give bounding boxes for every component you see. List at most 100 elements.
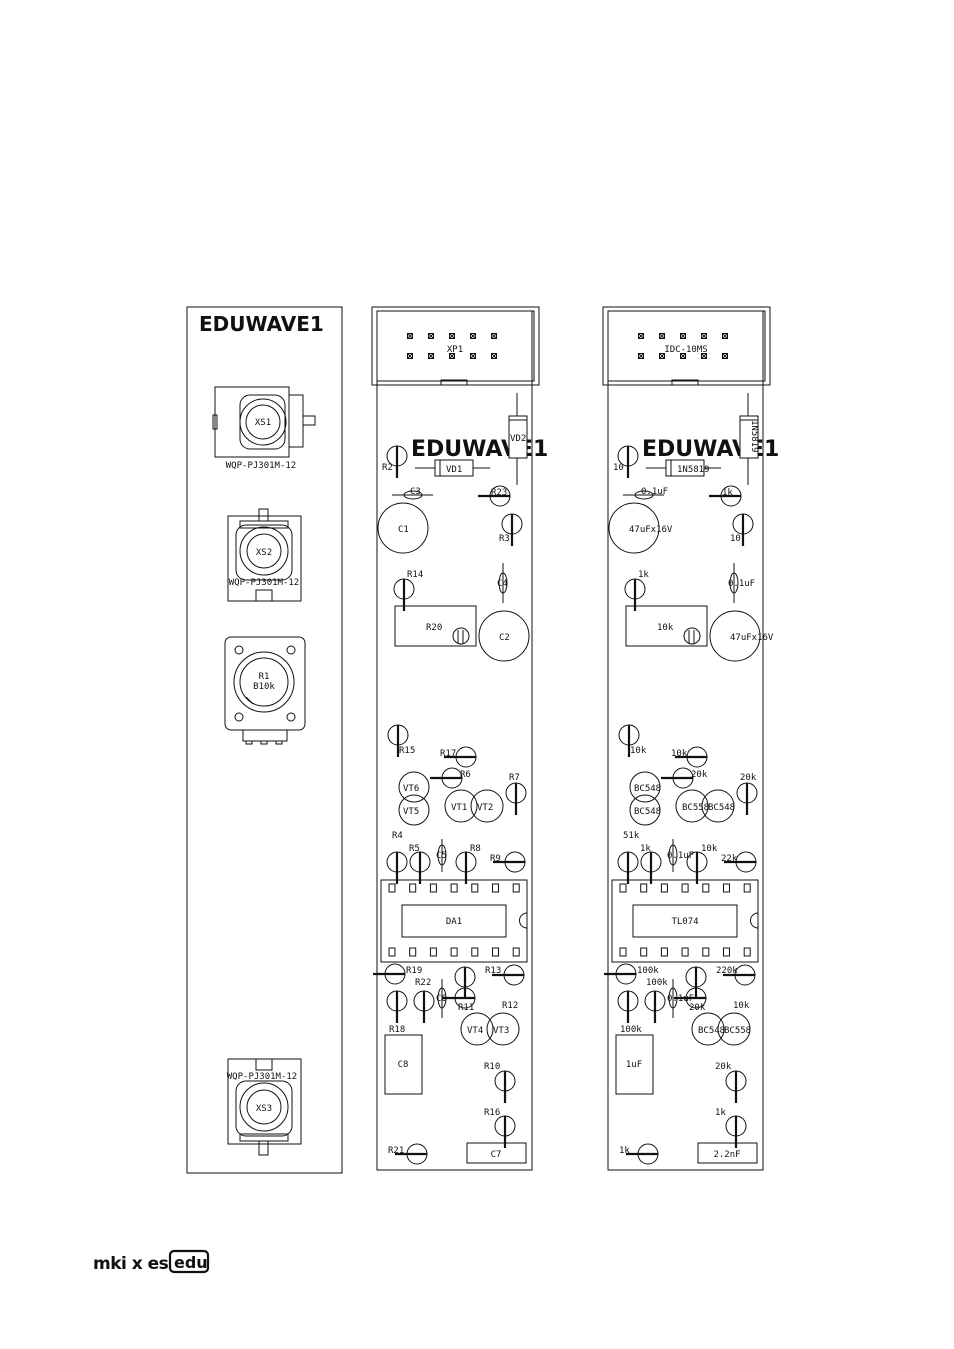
r22-label: R22: [415, 978, 431, 988]
idc-pin: [407, 353, 413, 359]
resistor-r4: [617, 851, 639, 884]
cap-c7-label: 2.2nF: [713, 1150, 740, 1160]
r5-label: 1k: [640, 844, 651, 854]
ic-pin: [492, 883, 499, 893]
r3-label: R3: [499, 534, 510, 544]
r9-label: 22k: [721, 854, 738, 864]
diode-vd2: VD2: [508, 393, 528, 485]
cap-c3-label: C3: [410, 487, 421, 497]
resistor-r11: [454, 966, 476, 999]
ic-pin: [702, 883, 710, 893]
r19-label: 100k: [637, 966, 659, 976]
cap-c8: [384, 1034, 423, 1095]
r19-label: R19: [406, 966, 422, 976]
r23-label: 1k: [722, 488, 733, 498]
ic-dip14: DA1: [380, 879, 528, 963]
r14-label: R14: [407, 570, 423, 580]
cap-c8: [615, 1034, 654, 1095]
cap-c4-label: C4: [497, 579, 508, 589]
cap-c7: [466, 1142, 527, 1164]
ic-label: DA1: [446, 917, 462, 927]
resistor-r8: [686, 851, 708, 884]
ic-pin: [619, 947, 627, 957]
ic-label: TL074: [671, 917, 698, 927]
r21-label: R21: [388, 1146, 404, 1156]
cap-c5-label: C5: [436, 851, 447, 861]
transistor-vt1: [444, 789, 478, 823]
r8-label: R8: [470, 844, 481, 854]
vt4-label: VT4: [467, 1026, 483, 1036]
r3-label: 10: [730, 534, 741, 544]
idc-pin: [638, 333, 644, 339]
resistor-r21: [395, 1143, 428, 1165]
r13-label: R13: [485, 966, 501, 976]
ic-pin: [660, 883, 668, 893]
resistor-r10: [494, 1070, 516, 1103]
transistor-vt2: [470, 789, 504, 823]
resistor-r23: [709, 485, 742, 507]
idc-pin: [428, 333, 434, 339]
idc-pin: [491, 333, 497, 339]
jack-xs2: XS2 WQP-PJ301M-12: [227, 508, 302, 602]
cap-c5: [437, 844, 447, 866]
ic-pin: [743, 947, 751, 957]
r17-label: 10k: [671, 749, 688, 759]
idc-pin: [470, 353, 476, 359]
jack-xs3-part: WQP-PJ301M-12: [227, 1072, 297, 1082]
footer-logo: mki x es edu: [93, 1249, 210, 1274]
r16-label: 1k: [715, 1108, 726, 1118]
resistor-r15: [387, 724, 409, 757]
resistor-r2: [617, 445, 639, 478]
resistor-r11: [685, 966, 707, 999]
ic-pin: [743, 883, 751, 893]
trimmer-r20-label: R20: [426, 623, 442, 633]
resistor-r15: [618, 724, 640, 757]
transistor-vt3: [486, 1012, 520, 1046]
cap-c6-label: C6: [436, 994, 447, 1004]
ic-pin: [723, 883, 730, 893]
r16-label: R16: [484, 1108, 500, 1118]
jack-xs2-label: XS2: [256, 548, 272, 558]
r15-label: 10k: [630, 746, 647, 756]
cap-c2: [478, 610, 530, 662]
r10-label: 20k: [715, 1062, 732, 1072]
r13-label: 220k: [716, 966, 738, 976]
idc-pin: [449, 333, 455, 339]
cap-c7-label: C7: [491, 1150, 502, 1160]
ic-pin: [681, 947, 689, 957]
idc-pin: [680, 333, 686, 339]
jack-xs1-part: WQP-PJ301M-12: [226, 461, 296, 471]
pcb-board-refs: XP1 EDUWAVE1 VD2 VD1 C1 C2 C3 C4: [371, 306, 548, 1171]
r18-label: R18: [389, 1025, 405, 1035]
ic-pin: [429, 883, 437, 893]
footer-brand-box-text: edu: [174, 1253, 208, 1272]
ic-pin: [450, 947, 458, 957]
idc-pin: [449, 353, 455, 359]
ic-pin: [409, 947, 417, 957]
idc-pin: [722, 333, 728, 339]
resistor-r14: [393, 578, 415, 611]
r17-label: R17: [440, 749, 456, 759]
trimmer-r20: [625, 605, 708, 647]
idc-pin: [428, 353, 434, 359]
diode-vd1-label: 1N5819: [677, 465, 710, 475]
transistor-vt3: [717, 1012, 751, 1046]
ic-pin: [619, 883, 627, 893]
pcb-title: EDUWAVE1: [411, 437, 548, 462]
vt3-label: VT3: [493, 1026, 509, 1036]
jack-xs3: XS3 WQP-PJ301M-12: [227, 1058, 302, 1156]
r2-label: R2: [382, 463, 393, 473]
ic-pin: [723, 947, 730, 957]
r12-label: 10k: [733, 1001, 750, 1011]
diode-vd2-label: 1N5819: [749, 420, 759, 453]
vt5-label: VT5: [403, 807, 419, 817]
idc-pin: [659, 333, 665, 339]
transistor-vt6: [629, 771, 661, 803]
resistor-r8: [455, 851, 477, 884]
ic-pin: [471, 883, 479, 893]
resistor-r13: [723, 964, 756, 986]
resistor-r16: [494, 1115, 516, 1148]
r7-label: R7: [509, 773, 520, 783]
cap-c4-label: 0.1uF: [728, 579, 755, 589]
resistor-r13: [492, 964, 525, 986]
